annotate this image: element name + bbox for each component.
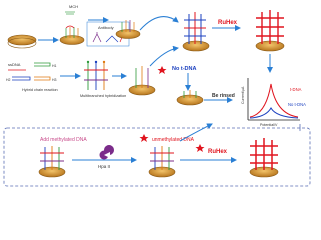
ssdna-label: ssDNA xyxy=(8,62,21,67)
no-t-dna-label: No t-DNA xyxy=(172,66,196,72)
legend-no-t-dna: No t-DNA xyxy=(288,102,306,107)
antibody-electrode-icon xyxy=(115,20,141,39)
ruthenium-star-icon-2 xyxy=(139,134,149,142)
bare-electrode-icon xyxy=(7,34,37,49)
h3-label: H3 xyxy=(52,78,57,82)
rutex-bright-electrode-icon xyxy=(255,10,285,52)
arrow-step-6 xyxy=(149,45,179,67)
hairpin-h2-icon: H2 xyxy=(6,76,31,82)
graph-x-label: Potential/V xyxy=(260,123,278,127)
dna-network-electrode-icon xyxy=(182,12,210,52)
methylation-panel xyxy=(3,127,311,187)
methylated-electrode-icon xyxy=(38,146,66,178)
mch-label: MCH xyxy=(69,4,78,9)
be-rinsed-label: Be rinsed xyxy=(212,93,235,99)
digested-electrode-icon xyxy=(148,146,176,178)
branched-dna-icon xyxy=(84,60,108,90)
arrow-step-3 xyxy=(139,16,179,31)
legend-t-dna: t-DNA xyxy=(290,87,302,92)
h2-label: H2 xyxy=(6,78,11,82)
add-methylated-dna-label: Add methylated DNA xyxy=(40,137,87,143)
unmethylated-dna-label: unmethylated DNA xyxy=(152,137,195,143)
hairpin-h3-icon: H3 xyxy=(34,76,57,82)
graph-y-label: Current/μA xyxy=(241,86,245,104)
dpv-graph: Current/μA Potential/V t-DNA No t-DNA xyxy=(241,78,306,127)
graph-no-t-dna-curve xyxy=(249,106,299,119)
middle-electrode-icon xyxy=(128,66,156,96)
biosensor-scheme-diagram: MCH Antibody xyxy=(3,4,311,187)
graph-t-dna-curve xyxy=(249,83,299,118)
rutex-bright-electrode-bottom-icon xyxy=(249,138,279,178)
rutex-top-label: RuHex xyxy=(218,20,238,26)
h1-label: H1 xyxy=(52,64,57,68)
antibody-label: Antibody xyxy=(98,25,114,30)
probe-electrode-icon xyxy=(59,25,85,45)
rutex-bottom-label: RuHex xyxy=(208,149,228,155)
rinsed-electrode-icon xyxy=(176,90,204,106)
mch-molecule-icon xyxy=(65,11,75,15)
ruthenium-star-icon xyxy=(157,66,167,74)
multibranched-hybridization-label: Multibranched hybridization xyxy=(80,94,126,98)
hairpin-h1-icon: H1 xyxy=(34,62,57,68)
hpa-ii-enzyme-icon xyxy=(99,145,114,160)
arrow-unmethylated xyxy=(179,123,213,142)
ruthenium-star-icon-3 xyxy=(195,144,205,152)
hybrid-chain-reaction-label: Hybrid chain reaction xyxy=(22,88,58,92)
hpa-ii-label: Hpa II xyxy=(98,164,110,169)
